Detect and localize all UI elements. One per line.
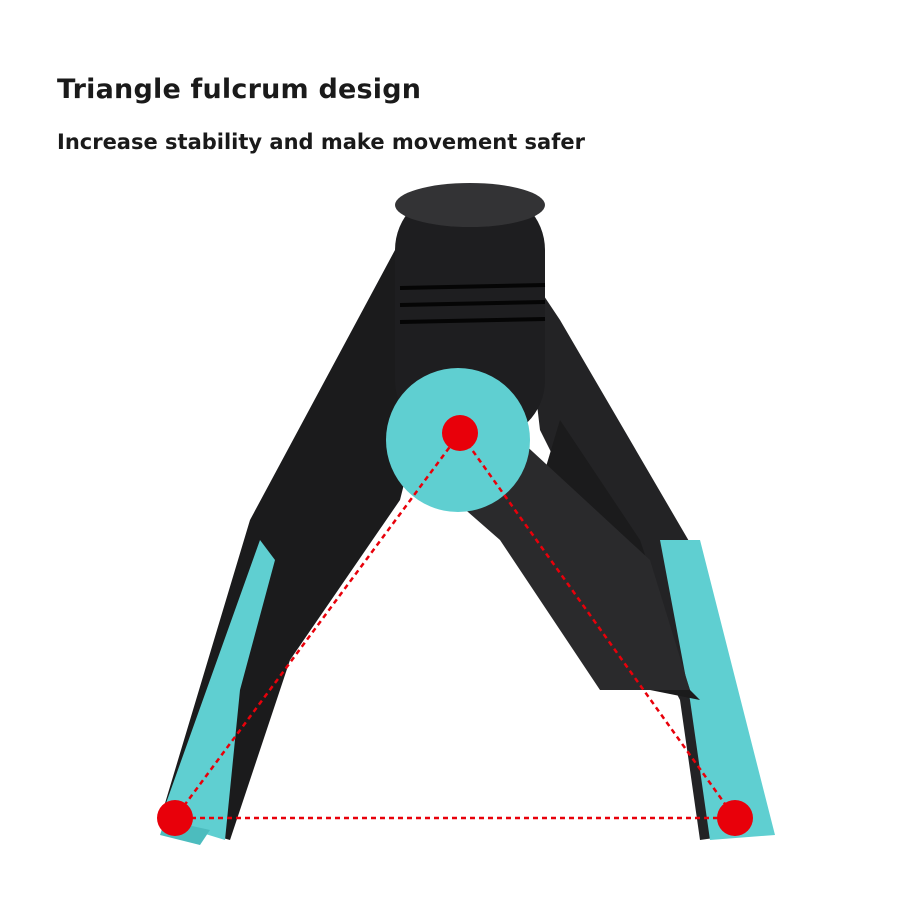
left-leg xyxy=(160,250,420,845)
subheadline: Increase stability and make movement saf… xyxy=(57,130,585,154)
triangle-fulcrum-marker xyxy=(157,415,753,836)
fulcrum-point-left xyxy=(157,800,193,836)
fulcrum-point-top xyxy=(442,415,478,451)
headline: Triangle fulcrum design xyxy=(57,74,422,105)
fulcrum-point-right xyxy=(717,800,753,836)
